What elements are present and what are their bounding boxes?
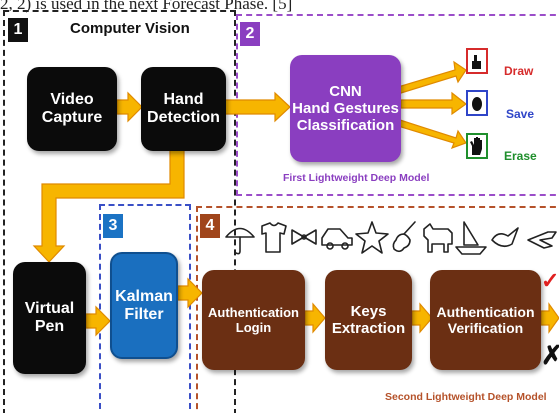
arrow-cnn-to-save xyxy=(400,91,468,116)
video-capture-box: Video Capture xyxy=(27,67,117,151)
save-label: Save xyxy=(506,107,535,121)
hand-detection-box: Hand Detection xyxy=(141,67,226,151)
arrow-hand-to-cnn xyxy=(224,91,291,123)
erase-gesture-icon xyxy=(466,133,488,159)
panel-number-1: 1 xyxy=(8,18,28,42)
panel-number-2: 2 xyxy=(240,22,260,46)
airplane-doodle-icon xyxy=(527,231,557,249)
arrow-pen-to-kalman xyxy=(85,305,111,337)
arrow-cnn-to-erase xyxy=(397,119,467,150)
car-doodle-icon xyxy=(321,228,353,250)
arrow-login-to-keys xyxy=(304,302,326,334)
arrow-keys-to-verify xyxy=(411,302,433,334)
star-doodle-icon xyxy=(355,221,389,254)
panel-2-subtitle: First Lightweight Deep Model xyxy=(283,172,430,184)
caption-text: 2, 2) is used in the next Forecast Phase… xyxy=(0,0,293,13)
bird-doodle-icon xyxy=(491,227,519,248)
umbrella-doodle-icon xyxy=(225,227,255,255)
accept-check-icon: ✓ xyxy=(541,268,559,293)
panel-kalman xyxy=(99,204,191,413)
draw-gesture-icon xyxy=(466,48,488,74)
erase-label: Erase xyxy=(504,149,537,163)
save-gesture-icon xyxy=(466,90,488,116)
authentication-verification-box: Authentication Verification xyxy=(430,270,541,370)
shirt-doodle-icon xyxy=(261,222,287,253)
kalman-filter-box: Kalman Filter xyxy=(110,252,178,359)
panel-computer-vision xyxy=(3,10,236,413)
arrow-hand-to-pen xyxy=(32,149,185,263)
arrow-verify-to-result xyxy=(540,302,559,334)
guitar-doodle-icon xyxy=(392,221,416,253)
arrow-kalman-to-login xyxy=(177,277,203,309)
reject-cross-icon: ✗ xyxy=(541,340,559,370)
authentication-login-box: Authentication Login xyxy=(202,270,305,370)
cnn-classification-box: CNN Hand Gestures Classification xyxy=(290,55,401,162)
keys-extraction-box: Keys Extraction xyxy=(325,270,412,370)
panel-second-model xyxy=(196,206,559,413)
dog-doodle-icon xyxy=(423,223,453,253)
panel-1-title: Computer Vision xyxy=(70,20,190,37)
panel-number-3: 3 xyxy=(103,214,123,238)
draw-label: Draw xyxy=(504,64,534,78)
arrow-cnn-to-draw xyxy=(397,60,467,94)
panel-number-4: 4 xyxy=(200,214,220,238)
virtual-pen-box: Virtual Pen xyxy=(13,262,86,374)
arrow-video-to-hand xyxy=(116,91,143,123)
panel-4-subtitle: Second Lightweight Deep Model xyxy=(385,391,547,403)
sailboat-doodle-icon xyxy=(455,221,487,255)
bowtie-doodle-icon xyxy=(291,229,317,245)
